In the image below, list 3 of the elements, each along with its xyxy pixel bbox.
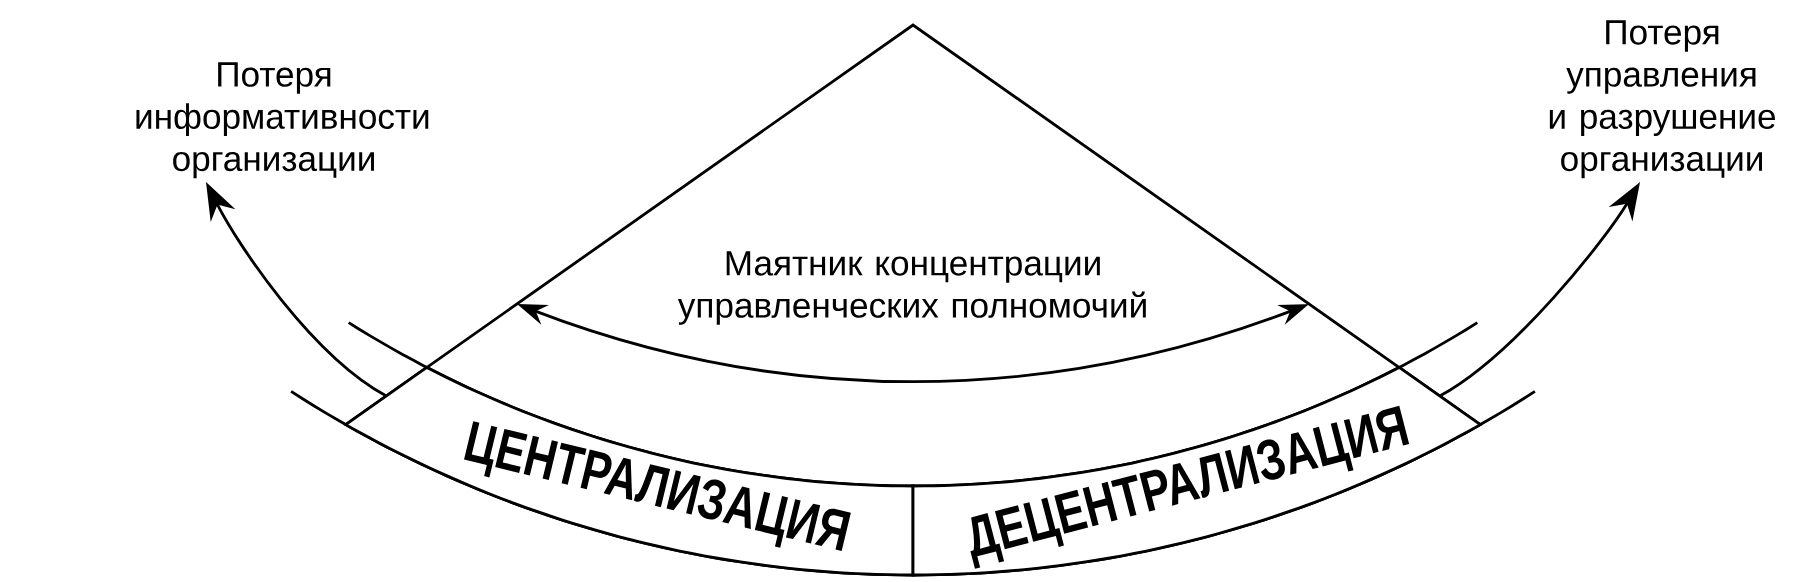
outcome-label: Потеря информативности организации [136,62,429,179]
outcome-label: Потеря управления и разрушение организации [1549,20,1775,179]
pendulum-label: Маятник концентрации управленческих полномочий [677,251,1146,325]
